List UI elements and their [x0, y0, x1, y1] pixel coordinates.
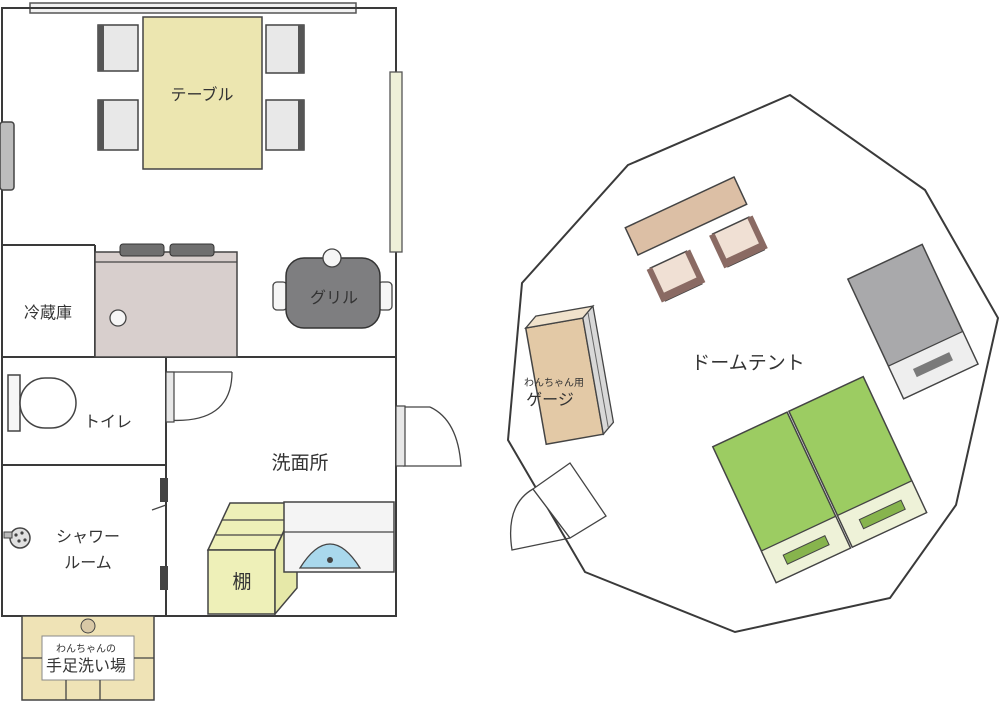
right-window: [389, 71, 403, 253]
cabin-outer-wall: [1, 7, 397, 617]
tent-chair: [709, 215, 768, 269]
toilet-label: トイレ: [84, 412, 132, 431]
coffee-table: [624, 176, 748, 256]
stove-burner: [119, 243, 165, 257]
tent-chair: [646, 249, 706, 303]
washroom-label: 洗面所: [271, 452, 328, 474]
stove-burner: [169, 243, 215, 257]
door-handle: [160, 478, 168, 502]
dining-chair: [265, 99, 305, 151]
dog-cage: [524, 304, 615, 446]
dog-cage-label-line1: わんちゃん用: [524, 377, 584, 389]
shower-label-line2: ルーム: [64, 553, 112, 572]
dining-chair: [97, 99, 139, 151]
faucet-icon: [80, 618, 96, 634]
grill-label: グリル: [310, 288, 358, 307]
toilet: [7, 374, 77, 432]
dog-wash-label-line1: わんちゃんの: [56, 643, 116, 655]
dog-wash-area: [21, 615, 155, 701]
washbasin: [283, 501, 395, 573]
cabin: テーブル 冷蔵庫: [0, 2, 462, 701]
dome-tent-label: ドームテント: [691, 352, 804, 374]
shelf-label: 棚: [232, 571, 251, 593]
door-handle: [160, 566, 168, 590]
faucet-icon: [109, 309, 127, 327]
dining-chair: [265, 24, 305, 74]
dining-chair: [97, 24, 139, 72]
dog-cage-label-line2: ゲージ: [526, 390, 574, 409]
grill: [272, 248, 393, 329]
kitchen-counter: [94, 251, 238, 358]
shower-label-line1: シャワー: [56, 527, 120, 546]
wall-heater: [0, 121, 15, 191]
door-swing: [509, 462, 607, 551]
door-swing: [165, 371, 233, 423]
dog-wash-label-line2: 手足洗い場: [46, 656, 126, 675]
tent-furniture: [846, 243, 979, 400]
door-swing: [395, 405, 462, 467]
shower-head-icon: [3, 527, 31, 549]
dining-table: [142, 16, 263, 170]
table-label: テーブル: [170, 85, 233, 104]
bed-pair: [711, 375, 928, 584]
fridge-label: 冷蔵庫: [24, 303, 72, 322]
dome-tent: ドームテント わんちゃ: [506, 93, 1000, 634]
